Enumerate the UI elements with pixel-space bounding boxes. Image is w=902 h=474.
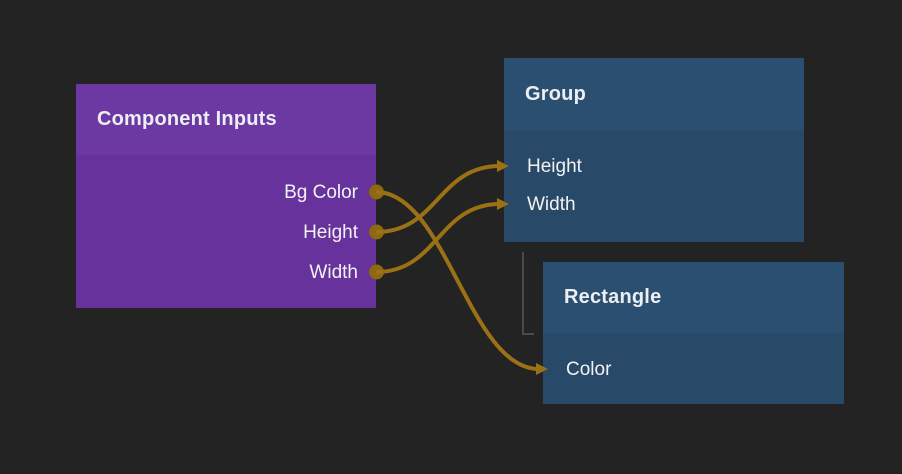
wire-component-inputs.bg-color-to-rectangle.color[interactable] <box>375 190 548 375</box>
node-title: Group <box>525 82 586 105</box>
port-row-color: Color <box>543 350 844 388</box>
port-label-color: Color <box>566 358 612 380</box>
port-label-width: Width <box>527 193 576 215</box>
node-group[interactable]: Group Height Width <box>504 58 804 242</box>
port-row-width: Width <box>504 185 804 223</box>
wire-component-inputs.height-to-group.height[interactable] <box>375 160 509 234</box>
node-header: Group <box>504 58 804 130</box>
port-label-height: Height <box>527 155 582 177</box>
port-label-width: Width <box>309 261 358 283</box>
node-body: Bg Color Height Width <box>76 155 384 308</box>
port-row-bg-color: Bg Color <box>76 172 384 212</box>
node-component-inputs[interactable]: Component Inputs Bg Color Height Width <box>76 84 384 308</box>
port-row-width: Width <box>76 252 384 292</box>
node-body: Height Width <box>504 130 804 242</box>
hierarchy-link-group-to-rectangle <box>522 252 534 335</box>
node-body: Color <box>543 333 844 404</box>
node-header: Rectangle <box>543 262 844 333</box>
port-row-height: Height <box>504 147 804 185</box>
port-row-height: Height <box>76 212 384 252</box>
node-title: Rectangle <box>564 286 662 308</box>
node-rectangle[interactable]: Rectangle Color <box>543 262 844 404</box>
node-header: Component Inputs <box>76 84 376 155</box>
wire-component-inputs.width-to-group.width[interactable] <box>375 198 509 274</box>
port-label-height: Height <box>303 221 358 243</box>
port-label-bg-color: Bg Color <box>284 181 358 203</box>
node-title: Component Inputs <box>97 108 277 130</box>
